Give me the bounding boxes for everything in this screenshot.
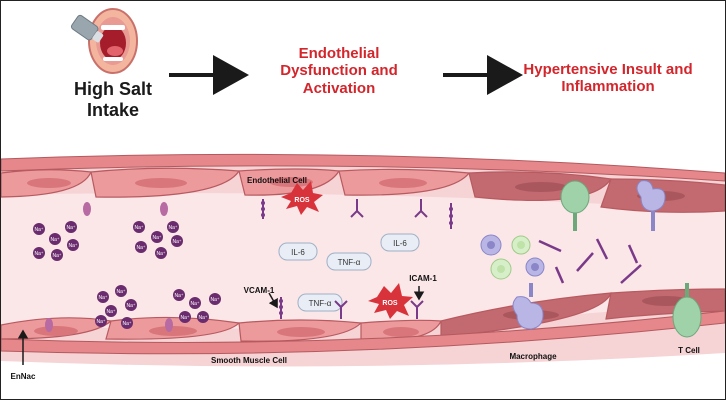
sodium-ion-label: Na⁺ bbox=[52, 253, 61, 259]
sodium-ion-icon bbox=[97, 291, 109, 303]
vcam-pointer-arrow bbox=[268, 292, 278, 309]
sodium-ion-icon bbox=[209, 293, 221, 305]
sodium-ion-icon bbox=[189, 297, 201, 309]
cytokine-pill-icon: IL-6 TNF-α IL-6 TNF-α bbox=[278, 233, 420, 312]
ros-burst-icon: ROS ROS bbox=[281, 181, 413, 319]
tnf-label-1: TNF-α bbox=[338, 258, 361, 267]
smooth-muscle-cell-label: Smooth Muscle Cell bbox=[211, 356, 287, 365]
sodium-ion-icon bbox=[65, 221, 77, 233]
bottom-smooth-muscle-layer bbox=[1, 310, 725, 355]
step-hypertensive-insult: Hypertensive Insult and Inflammation bbox=[523, 61, 693, 96]
sodium-ion-label: Na⁺ bbox=[50, 237, 59, 243]
cytokine-chain-icon bbox=[538, 238, 642, 284]
sodium-ion-label: Na⁺ bbox=[66, 225, 75, 231]
sodium-ion-icon bbox=[151, 231, 163, 243]
sodium-ion-label: Na⁺ bbox=[152, 235, 161, 241]
sodium-ion-label: Na⁺ bbox=[122, 321, 131, 327]
sodium-ion-icon bbox=[33, 247, 45, 259]
sodium-ion-icon bbox=[179, 311, 191, 323]
sodium-ion-label: Na⁺ bbox=[96, 319, 105, 325]
sodium-ion-icon bbox=[173, 289, 185, 301]
sodium-ion-label: Na⁺ bbox=[106, 309, 115, 315]
tnf-label-2: TNF-α bbox=[309, 299, 332, 308]
vcam-label: VCAM-1 bbox=[244, 286, 275, 295]
t-cell-icon bbox=[560, 180, 702, 338]
sodium-ion-label: Na⁺ bbox=[116, 289, 125, 295]
sodium-ion-icon bbox=[167, 221, 179, 233]
top-smooth-muscle-layer bbox=[1, 153, 725, 182]
sodium-ion-group: Na⁺Na⁺Na⁺Na⁺Na⁺Na⁺Na⁺Na⁺Na⁺Na⁺Na⁺Na⁺Na⁺N… bbox=[33, 221, 221, 329]
sodium-ion-icon bbox=[155, 247, 167, 259]
sodium-ion-icon bbox=[125, 299, 137, 311]
sodium-ion-label: Na⁺ bbox=[180, 315, 189, 321]
sodium-ion-label: Na⁺ bbox=[174, 293, 183, 299]
sodium-ion-icon bbox=[133, 221, 145, 233]
sodium-ion-icon bbox=[135, 241, 147, 253]
sodium-ion-label: Na⁺ bbox=[34, 251, 43, 257]
adhesion-beads bbox=[261, 201, 453, 315]
icam-label: ICAM-1 bbox=[409, 274, 437, 283]
sodium-ion-label: Na⁺ bbox=[168, 225, 177, 231]
endothelial-cell-label: Endothelial Cell bbox=[247, 176, 307, 185]
sodium-ion-icon bbox=[121, 317, 133, 329]
enac-channel-icon bbox=[45, 202, 173, 332]
sodium-ion-icon bbox=[171, 235, 183, 247]
sodium-ion-icon bbox=[115, 285, 127, 297]
macrophage-label: Macrophage bbox=[509, 352, 557, 361]
step-high-salt-intake: High Salt Intake bbox=[73, 79, 152, 120]
sodium-ion-icon bbox=[197, 311, 209, 323]
sodium-ion-label: Na⁺ bbox=[126, 303, 135, 309]
sodium-ion-label: Na⁺ bbox=[134, 225, 143, 231]
monocyte-icons bbox=[480, 234, 545, 280]
sodium-ion-label: Na⁺ bbox=[98, 295, 107, 301]
sodium-ion-icon bbox=[95, 315, 107, 327]
macrophage-cell-icon bbox=[512, 180, 666, 330]
sodium-ion-label: Na⁺ bbox=[210, 297, 219, 303]
sodium-ion-label: Na⁺ bbox=[136, 245, 145, 251]
ros-label-bottom: ROS bbox=[382, 300, 398, 307]
sodium-ion-icon bbox=[105, 305, 117, 317]
ros-label-top: ROS bbox=[294, 197, 310, 204]
sodium-ion-icon bbox=[49, 233, 61, 245]
sodium-ion-label: Na⁺ bbox=[34, 227, 43, 233]
sodium-ion-label: Na⁺ bbox=[198, 315, 207, 321]
sodium-ion-icon bbox=[33, 223, 45, 235]
il6-label-1: IL-6 bbox=[291, 248, 305, 257]
sodium-ion-label: Na⁺ bbox=[68, 243, 77, 249]
sodium-ion-label: Na⁺ bbox=[156, 251, 165, 257]
enac-label: EnNac bbox=[11, 372, 36, 381]
mouth-salt-shaker-icon bbox=[70, 8, 138, 74]
sodium-ion-label: Na⁺ bbox=[190, 301, 199, 307]
step-endothelial-dysfunction: Endothelial Dysfunction and Activation bbox=[280, 45, 398, 97]
sodium-ion-label: Na⁺ bbox=[172, 239, 181, 245]
t-cell-label: T Cell bbox=[678, 346, 700, 355]
sodium-ion-icon bbox=[51, 249, 63, 261]
sodium-ion-icon bbox=[67, 239, 79, 251]
il6-label-2: IL-6 bbox=[393, 239, 407, 248]
